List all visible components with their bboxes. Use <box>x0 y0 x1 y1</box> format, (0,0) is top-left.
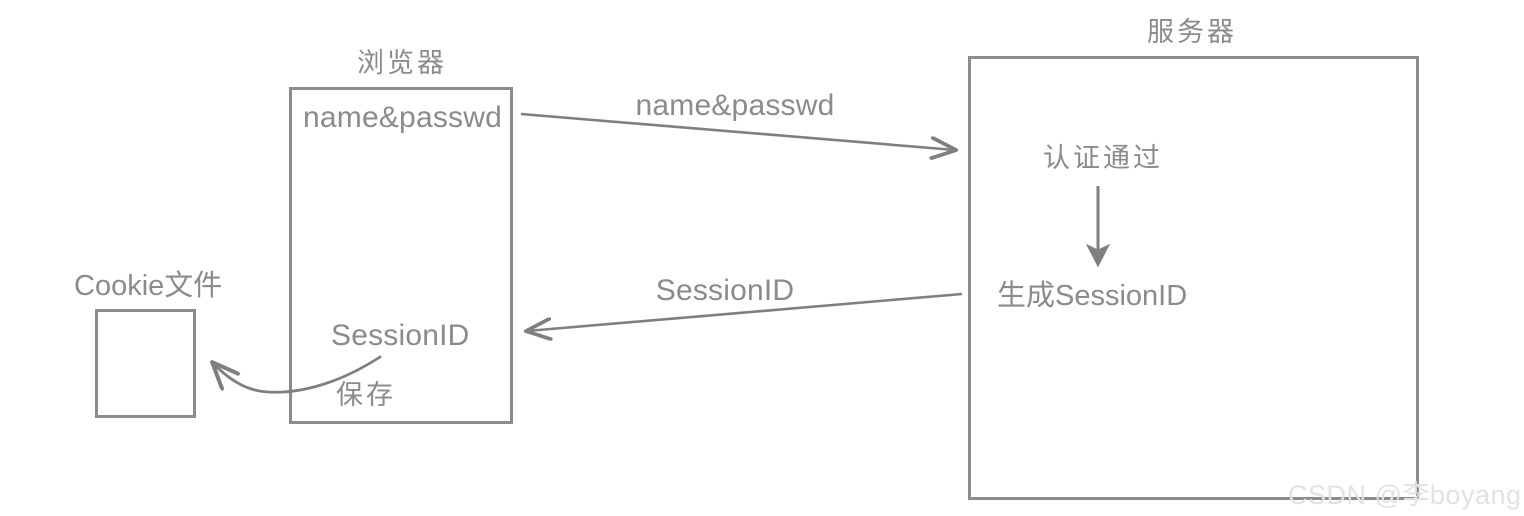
cookie-file-label: Cookie文件 <box>74 270 223 302</box>
arrow-sessionid <box>527 292 963 331</box>
watermark: CSDN @李boyang <box>1288 480 1522 510</box>
server-title: 服务器 <box>1147 17 1237 48</box>
edge-label-sessionid: SessionID <box>655 274 795 307</box>
server-item-auth-passed: 认证通过 <box>1043 143 1163 174</box>
browser-item-name-passwd: name&passwd <box>303 101 502 134</box>
server-box <box>968 56 1419 500</box>
arrow-name-passwd <box>520 112 955 150</box>
edge-label-name-passwd: name&passwd <box>635 89 835 122</box>
browser-item-sessionid: SessionID <box>331 319 470 352</box>
browser-box <box>289 87 513 424</box>
cookie-file-box <box>95 309 196 418</box>
server-item-generate-sessionid: 生成SessionID <box>997 280 1188 312</box>
browser-title: 浏览器 <box>357 48 447 79</box>
edge-label-save: 保存 <box>336 380 396 411</box>
arrow-save-to-cookie <box>213 355 382 394</box>
